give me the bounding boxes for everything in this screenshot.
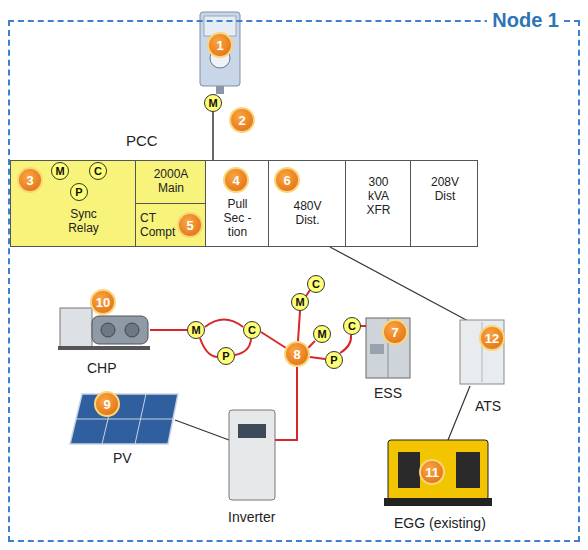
region-title: Node 1 [487, 8, 564, 32]
label-anchor: 5 [177, 212, 203, 238]
meter-symbol: C [89, 162, 107, 180]
meter-pedestal [200, 12, 240, 86]
part-label: PCC [126, 132, 158, 150]
pv-wire [175, 420, 229, 440]
label-anchor: ESS [374, 384, 402, 402]
label-anchor: M [51, 162, 69, 180]
callout-number: 11 [419, 459, 445, 485]
label-anchor: 4 [223, 167, 249, 193]
meter-symbol: M [51, 162, 69, 180]
label-anchor: P [217, 347, 235, 365]
part-label: CHP [87, 360, 117, 376]
meter-symbol: M [313, 325, 331, 343]
callout-number: 2 [229, 107, 255, 133]
part-label: PV [113, 450, 132, 466]
section-label: Pull Sec -tion [216, 197, 259, 239]
label-anchor: 11 [419, 459, 445, 485]
meter-symbol: P [325, 351, 343, 369]
label-anchor: PCC [126, 132, 158, 150]
part-label: EGG (existing) [394, 515, 486, 531]
label-anchor: C [307, 275, 325, 293]
meter-symbol: M [291, 293, 309, 311]
chp-cabinet [60, 308, 92, 348]
callout-number: 10 [90, 289, 116, 315]
inverter-housing [229, 410, 275, 500]
part-label: Inverter [228, 509, 275, 525]
ess-vent [370, 344, 384, 354]
ess-cabinet [366, 318, 410, 378]
generator-grille [398, 452, 420, 488]
generator-base [384, 498, 492, 506]
meter-symbol: C [343, 317, 361, 335]
main-breaker-section: 2000A Main [135, 160, 206, 204]
inverter-display [238, 424, 266, 438]
label-anchor: PV [113, 449, 132, 467]
feeder-wire [330, 247, 470, 322]
callout-number: 12 [479, 325, 505, 351]
part-label: ESS [374, 385, 402, 401]
label-anchor: 12 [479, 325, 505, 351]
callout-number: 3 [17, 167, 43, 193]
generator-body [388, 440, 488, 500]
generator-grille [456, 452, 480, 488]
label-anchor: 2 [229, 107, 255, 133]
label-anchor: C [343, 317, 361, 335]
meter-symbol: M [187, 321, 205, 339]
label-anchor: C [89, 162, 107, 180]
section-label: Sync Relay [56, 207, 111, 235]
label-anchor: C [243, 321, 261, 339]
chp-skid [58, 346, 150, 350]
label-anchor: M [187, 321, 205, 339]
label-anchor: ATS [475, 397, 501, 415]
section-label: 208V Dist [423, 175, 467, 203]
label-anchor: M [313, 325, 331, 343]
label-anchor: CHP [87, 359, 117, 377]
label-anchor: M [204, 94, 222, 112]
label-anchor: 3 [17, 167, 43, 193]
transformer-section: 300 kVA XFR [345, 160, 411, 247]
label-anchor: EGG (existing) [394, 514, 486, 532]
meter-symbol: C [243, 321, 261, 339]
meter-symbol: C [307, 275, 325, 293]
generator-wire [448, 386, 470, 440]
callout-number: 9 [94, 391, 120, 417]
label-anchor: 1 [207, 32, 233, 58]
meter-symbol: M [204, 94, 222, 112]
callout-number: 6 [274, 167, 300, 193]
callout-number: 8 [284, 341, 310, 367]
callout-number: 1 [207, 32, 233, 58]
ats-cabinet [460, 320, 504, 384]
label-anchor: Inverter [228, 508, 275, 526]
microgrid-wiring [150, 290, 366, 440]
meter-symbol: P [70, 183, 88, 201]
pedestal-base [216, 86, 224, 94]
service-wire [212, 112, 214, 160]
node-region: Node 1Sync Relay2000A MainCT ComptPull S… [8, 20, 580, 542]
callout-number: 7 [382, 319, 408, 345]
chp-detail [101, 323, 115, 337]
label-anchor: 7 [382, 319, 408, 345]
section-label: CT Compt [140, 211, 178, 239]
section-label: 480V Dist. [285, 199, 330, 227]
label-anchor: P [325, 351, 343, 369]
callout-number: 4 [223, 167, 249, 193]
label-anchor: 10 [90, 289, 116, 315]
meter-symbol: P [217, 347, 235, 365]
label-anchor: 8 [284, 341, 310, 367]
callout-number: 5 [177, 212, 203, 238]
label-anchor: 9 [94, 391, 120, 417]
label-anchor: M [291, 293, 309, 311]
section-label: 2000A Main [141, 167, 201, 195]
pv-array [70, 394, 178, 444]
label-anchor: 6 [274, 167, 300, 193]
pv-grid [76, 419, 173, 420]
chp-detail [125, 323, 139, 337]
distribution-section: 208V Dist [410, 160, 478, 247]
part-label: ATS [475, 398, 501, 414]
chp-engine [92, 316, 148, 344]
label-anchor: P [70, 183, 88, 201]
section-label: 300 kVA XFR [358, 175, 399, 217]
